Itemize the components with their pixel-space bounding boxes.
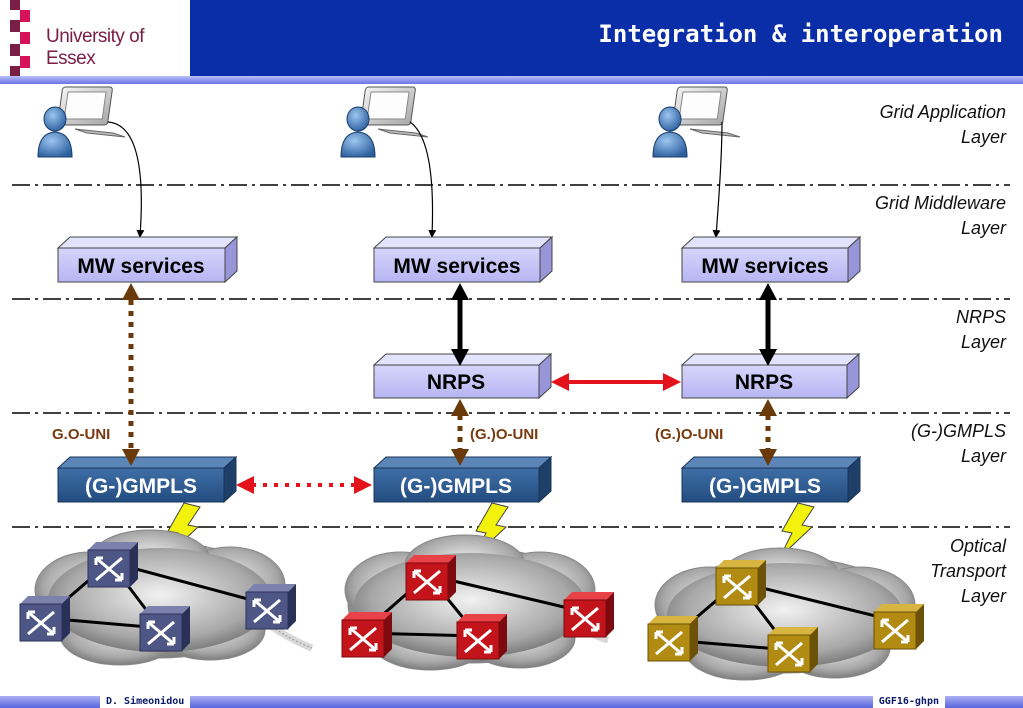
layer-label-line: (G-)GMPLS xyxy=(910,421,1006,441)
user-terminal-icon xyxy=(340,86,429,158)
interface-label-right: (G.)O-UNI xyxy=(655,426,723,443)
connector-curve xyxy=(107,121,145,238)
layer-label-line: Transport xyxy=(930,561,1006,581)
connector-curve xyxy=(409,121,437,238)
switch-icon xyxy=(456,614,507,660)
layer-label-grid-application: Grid Application Layer xyxy=(880,100,1006,150)
footer-bar xyxy=(0,696,1023,708)
connector-curve xyxy=(712,121,723,238)
switch-icon xyxy=(715,560,766,606)
gmpls-box-3: (G-)GMPLS xyxy=(680,455,862,504)
nrps-label: NRPS xyxy=(735,371,793,394)
mw-nrps-arrow-2 xyxy=(451,283,469,366)
switch-icon xyxy=(405,555,456,601)
nrps-label: NRPS xyxy=(427,371,485,394)
layer-label-line: NRPS xyxy=(955,307,1006,327)
switch-icon xyxy=(647,616,698,662)
footer-event: GGF16-ghpn xyxy=(872,696,945,708)
switch-icon xyxy=(245,584,296,630)
university-logo: University of Essex xyxy=(0,0,190,76)
uni-dotted-arrow-1 xyxy=(122,283,140,466)
logo-text: University of Essex xyxy=(46,26,145,69)
nrps-peer-arrow xyxy=(551,373,681,391)
switch-icon xyxy=(341,612,392,658)
switch-icon xyxy=(19,596,70,642)
footer-author: D. Simeonidou xyxy=(100,696,191,708)
layer-label-optical-transport: Optical Transport Layer xyxy=(930,534,1006,609)
layer-label-line: Layer xyxy=(960,332,1006,352)
switch-icon xyxy=(87,542,138,588)
uni-dotted-arrow-3 xyxy=(759,399,777,466)
switch-icon xyxy=(563,592,614,638)
layer-label-line: Layer xyxy=(960,218,1006,238)
layer-label-line: Layer xyxy=(960,446,1006,466)
user-to-mw-connectors xyxy=(107,121,723,238)
interface-label-middle: (G.)O-UNI xyxy=(470,426,538,443)
switch-icon xyxy=(139,606,190,652)
layer-label-nrps: NRPS Layer xyxy=(956,305,1006,355)
gmpls-box-2: (G-)GMPLS xyxy=(372,455,553,504)
layer-label-grid-middleware: Grid Middleware Layer xyxy=(875,191,1006,241)
layer-label-gmpls: (G-)GMPLS Layer xyxy=(911,419,1006,469)
gmpls-label: (G-)GMPLS xyxy=(85,475,197,498)
logo-squares-icon xyxy=(10,0,30,76)
mw-services-label: MW services xyxy=(701,255,828,278)
mw-services-label: MW services xyxy=(77,255,204,278)
header-banner: University of Essex Integration & intero… xyxy=(0,0,1023,78)
uni-dotted-arrow-2 xyxy=(451,399,469,466)
layer-label-line: Grid Application xyxy=(879,102,1006,122)
gmpls-label: (G-)GMPLS xyxy=(709,475,821,498)
lightning-bolt-icon xyxy=(779,502,815,558)
header-divider-bar xyxy=(0,76,1023,84)
switch-icon xyxy=(873,604,924,650)
interface-label-left: G.O-UNI xyxy=(52,426,110,443)
mw-services-box-2: MW services xyxy=(372,235,554,284)
layer-label-line: Grid Middleware xyxy=(874,193,1006,213)
layer-label-line: Layer xyxy=(960,586,1006,606)
gmpls-peer-dotted-arrow xyxy=(236,476,372,494)
gmpls-box-1: (G-)GMPLS xyxy=(56,455,238,504)
mw-services-label: MW services xyxy=(393,255,520,278)
layer-label-line: Optical xyxy=(949,536,1006,556)
layer-label-line: Layer xyxy=(960,127,1006,147)
switch-icon xyxy=(767,627,818,673)
user-terminal-icon xyxy=(37,86,126,158)
gmpls-label: (G-)GMPLS xyxy=(400,475,512,498)
mw-services-box-3: MW services xyxy=(680,235,862,284)
slide-title: Integration & interoperation xyxy=(598,20,1003,48)
mw-services-box-1: MW services xyxy=(56,235,239,284)
mw-nrps-arrow-3 xyxy=(759,283,777,366)
user-terminal-icon xyxy=(652,86,741,158)
